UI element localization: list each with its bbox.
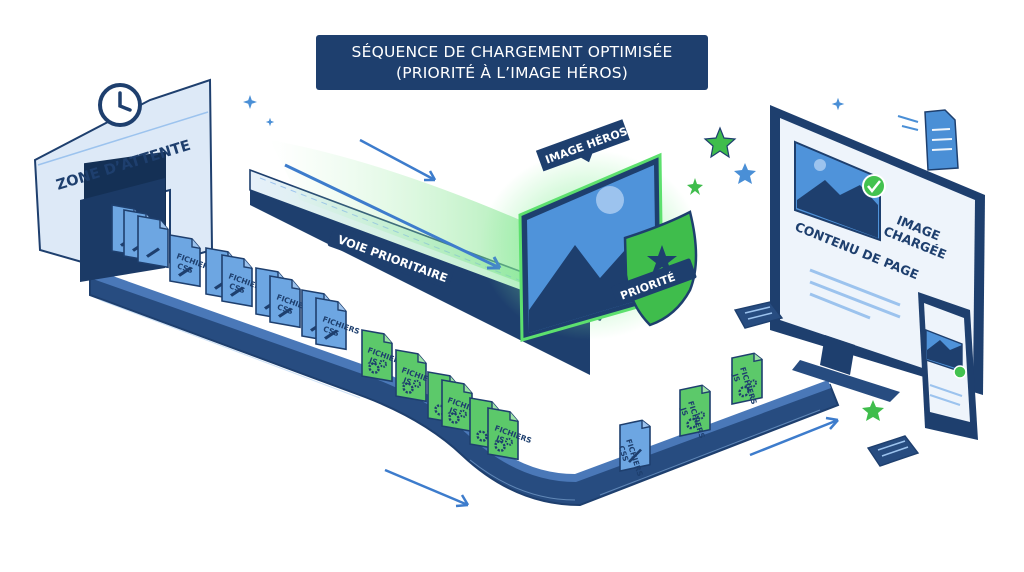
js-file-4: FICHIERS JS <box>486 406 533 461</box>
star-icon <box>862 400 884 421</box>
loaded-image-thumbnail <box>794 140 881 242</box>
phone-check-icon <box>953 365 967 379</box>
priority-shield-icon: PRIORITÉ <box>611 210 698 327</box>
js-file-3-label-2: JS <box>447 405 459 417</box>
decorations <box>243 95 959 467</box>
title-line-2: (PRIORITÉ À L’IMAGE HÉROS) <box>395 63 629 82</box>
small-card-icon <box>733 301 784 329</box>
js-file-5-label-2: JS <box>678 405 689 417</box>
star-icon <box>687 178 703 195</box>
mobile-phone <box>918 292 978 440</box>
css-file-5: FICHIERS CSS <box>617 417 651 478</box>
sparkle-icon <box>831 97 845 111</box>
js-file-6-label-2: JS <box>730 371 741 383</box>
js-file-4-label-2: JS <box>494 433 506 445</box>
js-file-2-label-2: JS <box>401 375 413 387</box>
document-icon <box>924 109 959 171</box>
title-line-1: SÉQUENCE DE CHARGEMENT OPTIMISÉE <box>351 42 673 61</box>
diagram-title: SÉQUENCE DE CHARGEMENT OPTIMISÉE (PRIORI… <box>316 35 708 90</box>
star-icon <box>647 245 677 274</box>
sparkle-icon <box>243 95 257 109</box>
star-icon <box>703 126 737 159</box>
css-file-4: FICHIERS CSS <box>315 297 361 351</box>
sparkle-icon <box>265 117 275 127</box>
js-file-6: FICHIERS JS <box>730 350 764 406</box>
small-card-icon <box>866 435 920 467</box>
js-file-1-label-2: JS <box>367 355 379 367</box>
js-file-5: FICHIERS JS <box>678 382 712 440</box>
check-icon <box>862 174 886 198</box>
star-icon <box>734 163 756 184</box>
